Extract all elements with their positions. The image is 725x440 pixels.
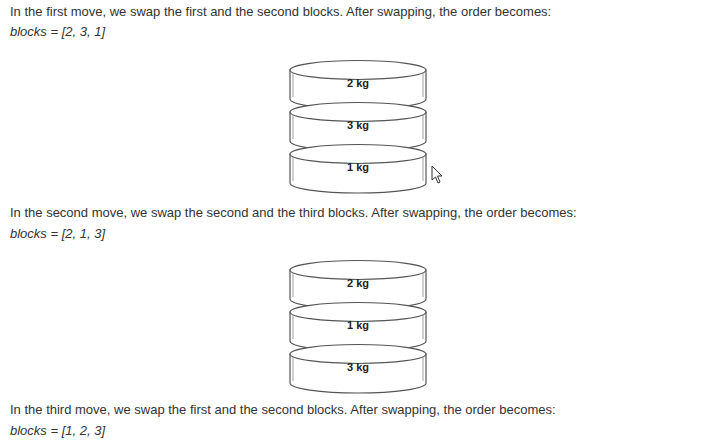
array-state: blocks = [2, 3, 1]: [10, 24, 105, 40]
weight-label: 1 kg: [288, 161, 428, 174]
image-panel: [283, 248, 433, 396]
weight-label: 2 kg: [288, 77, 428, 90]
weight-label: 1 kg: [288, 319, 428, 332]
step-text: In the third move, we swap the first and…: [10, 402, 556, 418]
weight-label: 2 kg: [288, 277, 428, 290]
array-state: blocks = [2, 1, 3]: [10, 226, 105, 242]
step-text: In the first move, we swap the first and…: [10, 4, 551, 20]
image-panel: [283, 45, 433, 197]
array-state: blocks = [1, 2, 3]: [10, 423, 105, 439]
step-text: In the second move, we swap the second a…: [10, 205, 577, 221]
weight-label: 3 kg: [288, 119, 428, 132]
weight-label: 3 kg: [288, 361, 428, 374]
weight-block: 3 kg: [288, 343, 428, 395]
weight-block: 1 kg: [288, 143, 428, 195]
mouse-cursor: [432, 166, 442, 183]
